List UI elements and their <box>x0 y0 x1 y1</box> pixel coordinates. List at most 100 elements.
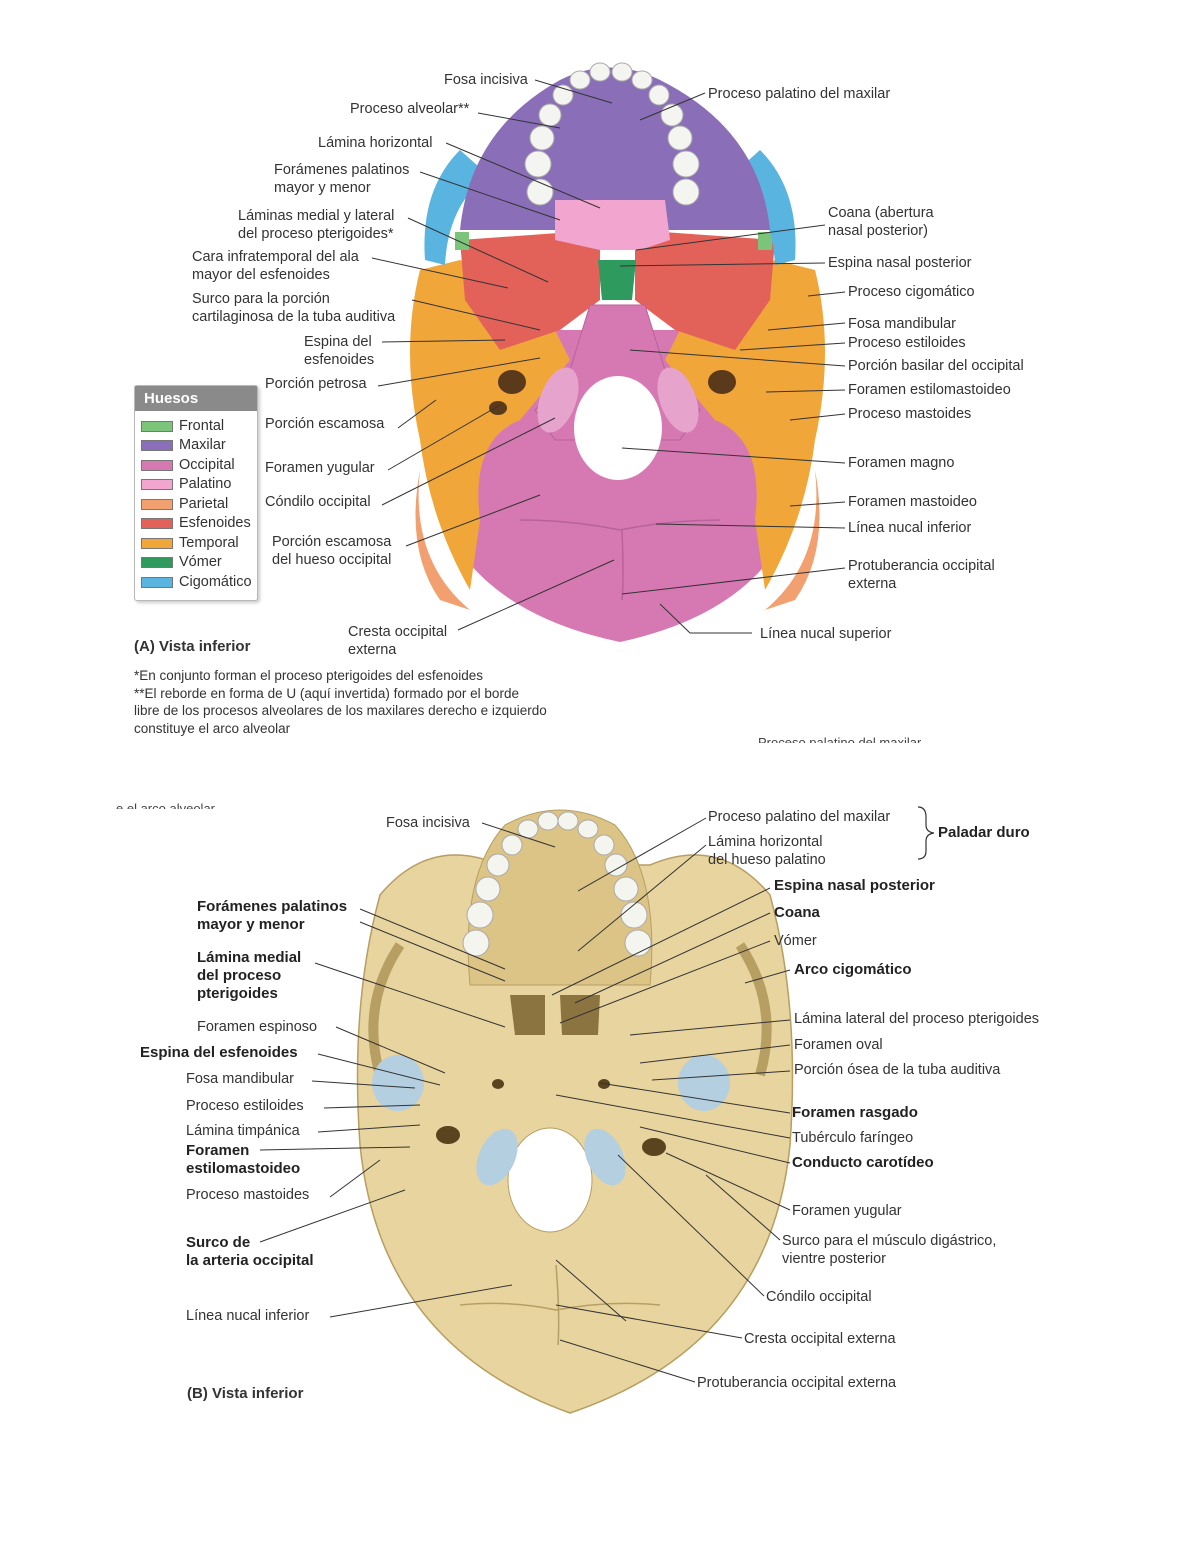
skull-colored-illustration <box>371 62 846 642</box>
legend-item-palatino: Palatino <box>141 476 231 492</box>
label-foramenes-palatinos-b: Forámenes palatinos mayor y menor <box>197 898 348 933</box>
label-foramen-oval-b: Foramen oval <box>794 1037 883 1053</box>
label-fosa-mandibular-b: Fosa mandibular <box>186 1071 294 1087</box>
legend-item-parietal: Parietal <box>141 496 228 512</box>
label-foramen-rasgado-b: Foramen rasgado <box>792 1104 918 1121</box>
skull-natural-illustration <box>259 806 935 1414</box>
legend-title: Huesos <box>135 386 257 411</box>
label-espina-esfenoides-b: Espina del esfenoides <box>140 1044 298 1061</box>
label-proceso-estiloides-b: Proceso estiloides <box>186 1098 304 1114</box>
legend-swatch <box>141 420 173 432</box>
label-porcion-escamosa-occipital-a: Porción escamosa del hueso occipital <box>272 534 392 568</box>
label-paladar-duro: Paladar duro <box>938 824 1030 841</box>
vomer <box>598 260 636 300</box>
legend-swatch <box>141 478 173 490</box>
label-porcion-osea-tuba-b: Porción ósea de la tuba auditiva <box>794 1062 1001 1078</box>
legend-item-temporal: Temporal <box>141 535 239 551</box>
label-porcion-petrosa-a: Porción petrosa <box>265 376 367 392</box>
footnotes-a: *En conjunto forman el proceso pterigoid… <box>134 668 547 736</box>
palatine <box>555 200 670 250</box>
label-surco-tuba-auditiva-a: Surco para la porción cartilaginosa de l… <box>192 291 396 325</box>
label-porcion-basilar-a: Porción basilar del occipital <box>848 358 1024 374</box>
legend-swatch <box>141 576 173 588</box>
label-cresta-occipital-b: Cresta occipital externa <box>744 1331 896 1347</box>
foramen-magnum <box>574 376 662 480</box>
parietal-left <box>415 470 470 610</box>
legend-swatch <box>141 537 173 549</box>
legend-swatch <box>141 498 173 510</box>
label-foramenes-palatinos-a: Forámenes palatinos mayor y menor <box>274 162 410 196</box>
label-foramen-magno-a: Foramen magno <box>848 455 955 471</box>
label-condilo-occipital-a: Cóndilo occipital <box>265 494 371 510</box>
label-linea-nucal-superior-a: Línea nucal superior <box>760 626 892 642</box>
label-surco-digastrico-b: Surco para el músculo digástrico, vientr… <box>782 1233 997 1267</box>
label-lamina-medial-b: Lámina medial del proceso pterigoides <box>197 949 302 1002</box>
label-linea-nucal-inferior-b: Línea nucal inferior <box>186 1308 310 1324</box>
label-surco-arteria-occipital-b: Surco de la arteria occipital <box>186 1234 314 1269</box>
legend-item-cigomatico: Cigomático <box>141 574 252 590</box>
label-porcion-escamosa-a: Porción escamosa <box>265 416 385 432</box>
legend-item-frontal: Frontal <box>141 418 224 434</box>
view-title-b: (B) Vista inferior <box>187 1385 304 1402</box>
label-lamina-horizontal-a: Lámina horizontal <box>318 135 433 151</box>
legend-swatch <box>141 439 173 451</box>
legend-swatch <box>141 556 173 568</box>
label-cresta-occipital-a: Cresta occipital externa <box>348 624 448 658</box>
cranium <box>356 854 794 1414</box>
teeth-b <box>462 811 652 957</box>
label-foramen-espinoso-b: Foramen espinoso <box>197 1019 318 1035</box>
label-fosa-incisiva-a: Fosa incisiva <box>444 72 528 88</box>
label-protuberancia-occipital-a: Protuberancia occipital externa <box>848 558 995 592</box>
label-foramen-estilomastoideo-b: Foramen estilomastoideo <box>186 1142 301 1177</box>
foramen-magnum-b <box>507 1127 593 1233</box>
label-foramen-estilomastoideo-a: Foramen estilomastoideo <box>848 382 1011 398</box>
legend-item-maxilar: Maxilar <box>141 437 226 453</box>
sphenoid-right <box>635 230 775 350</box>
label-fosa-incisiva-b: Fosa incisiva <box>386 815 470 831</box>
label-proceso-alveolar-a: Proceso alveolar** <box>350 101 470 117</box>
label-cara-infratemporal-a: Cara infratemporal del ala mayor del esf… <box>192 249 359 283</box>
sphenoid-left <box>460 230 600 350</box>
label-lamina-lateral-pterigoides-b: Lámina lateral del proceso pterigoides <box>794 1011 1040 1027</box>
label-lamina-timpanica-b: Lámina timpánica <box>186 1123 300 1139</box>
label-linea-nucal-inferior-a: Línea nucal inferior <box>848 520 972 536</box>
label-espina-nasal-posterior-b: Espina nasal posterior <box>774 877 935 894</box>
label-coana-b: Coana <box>774 904 820 921</box>
panel-b-natural-skull: e el arco alveolar <box>0 745 1200 1445</box>
panel-a-colored-skull: Fosa incisiva Proceso alveolar** Lámina … <box>0 0 1200 745</box>
label-laminas-pterigoides-a: Láminas medial y lateral del proceso pte… <box>238 208 395 242</box>
label-foramen-mastoideo-a: Foramen mastoideo <box>848 494 977 510</box>
bone-legend: Huesos Frontal Maxilar Occipital Palatin… <box>134 385 258 601</box>
label-proceso-palatino-b: Proceso palatino del maxilar <box>708 809 891 825</box>
teeth <box>524 62 700 206</box>
legend-swatch <box>141 517 173 529</box>
cut-text-b: e el arco alveolar <box>116 801 215 809</box>
temporal-right <box>665 260 825 590</box>
label-foramen-yugular-b: Foramen yugular <box>792 1203 902 1219</box>
label-proceso-cigomatico-a: Proceso cigomático <box>848 284 975 300</box>
legend-item-esfenoides: Esfenoides <box>141 515 251 531</box>
label-arco-cigomatico-b: Arco cigomático <box>794 961 912 978</box>
label-proceso-mastoides-a: Proceso mastoides <box>848 406 972 422</box>
label-conducto-carotideo-b: Conducto carotídeo <box>792 1154 934 1171</box>
label-proceso-palatino-a: Proceso palatino del maxilar <box>708 86 891 102</box>
label-coana-a: Coana (abertura nasal posterior) <box>828 205 934 239</box>
label-proceso-estiloides-a: Proceso estiloides <box>848 335 966 351</box>
label-vomer-b: Vómer <box>774 933 817 949</box>
label-protuberancia-occipital-b: Protuberancia occipital externa <box>697 1375 897 1391</box>
label-proceso-mastoides-b: Proceso mastoides <box>186 1187 310 1203</box>
label-condilo-occipital-b: Cóndilo occipital <box>766 1289 872 1305</box>
label-lamina-horizontal-b: Lámina horizontal del hueso palatino <box>708 834 826 868</box>
legend-item-occipital: Occipital <box>141 457 235 473</box>
label-espina-nasal-posterior-a: Espina nasal posterior <box>828 255 972 271</box>
label-espina-esfenoides-a: Espina del esfenoides <box>304 334 375 368</box>
label-fosa-mandibular-a: Fosa mandibular <box>848 316 956 332</box>
view-title-a: (A) Vista inferior <box>134 638 251 655</box>
parietal-right <box>765 470 820 610</box>
label-foramen-yugular-a: Foramen yugular <box>265 460 375 476</box>
label-tuberculo-faringeo-b: Tubérculo faríngeo <box>792 1130 914 1146</box>
legend-swatch <box>141 459 173 471</box>
legend-item-vomer: Vómer <box>141 554 222 570</box>
temporal-left <box>410 260 570 590</box>
cut-text-a: Proceso palatino del maxilar <box>758 735 922 743</box>
